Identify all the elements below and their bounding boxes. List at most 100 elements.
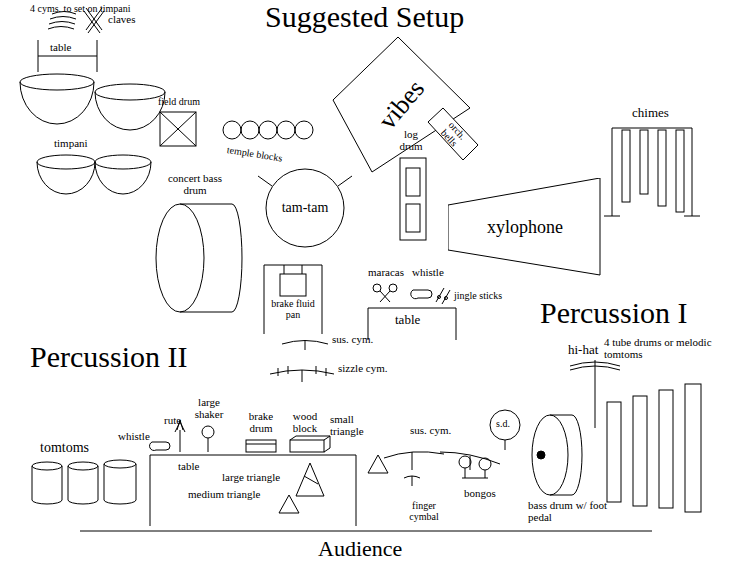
chimes [640, 130, 648, 194]
instrument-label: bass drum w/ foot pedal [528, 499, 608, 523]
table-items [246, 440, 276, 452]
maracas-whistle-jingle [445, 297, 448, 300]
audience-line [80, 531, 652, 532]
concert-bass-drum [156, 204, 242, 312]
tube-drums [607, 402, 621, 502]
log-drum [406, 168, 420, 196]
maracas-whistle-jingle [389, 284, 397, 292]
temple-blocks [241, 121, 259, 139]
concert-bass-drum [180, 204, 242, 312]
instrument-name: tam-tam [282, 201, 329, 216]
instrument-label: brake drum [240, 410, 282, 434]
instrument-label: field drum [158, 96, 200, 107]
table-items [150, 442, 170, 450]
timpani [20, 82, 94, 124]
timpani [20, 74, 94, 90]
timpani [37, 155, 95, 169]
timpani [37, 162, 95, 194]
timpani [95, 92, 165, 130]
chimes [658, 130, 666, 206]
instrument-label: finger cymbal [400, 500, 448, 522]
temple-blocks [277, 121, 295, 139]
instrument-label: jingle sticks [454, 290, 502, 301]
snare-drum [490, 410, 520, 450]
chimes [604, 128, 700, 216]
instrument-label: medium triangle [188, 488, 260, 500]
field-drum [160, 112, 196, 146]
tomtoms [68, 462, 98, 470]
maracas-whistle-jingle [380, 291, 390, 302]
instrument-label: table [50, 41, 71, 53]
instrument-label: Percussion II [30, 340, 187, 373]
instrument-shape: tam-tam [265, 168, 345, 248]
instrument-label: small triangle [330, 413, 384, 437]
instrument-label: brake fluid pan [266, 298, 320, 320]
tube-drums [659, 390, 673, 508]
tomtoms [32, 462, 62, 470]
temple-blocks [295, 121, 313, 139]
temple-blocks [223, 121, 313, 139]
tomtoms [68, 466, 98, 504]
instrument-label: 4 cyms. to set on timpani [30, 3, 131, 14]
maracas-whistle-jingle [411, 290, 432, 299]
field-drum [160, 112, 196, 146]
hi-hat [570, 360, 620, 428]
shape-outline [448, 178, 600, 275]
cymbals-stack [48, 12, 76, 30]
brake-fluid-pan [280, 274, 306, 296]
tomtoms [32, 466, 62, 504]
instrument-label: log drum [393, 128, 429, 152]
maracas-whistle-jingle [373, 284, 381, 292]
bongos [459, 456, 491, 478]
instrument-label: temple blocks [226, 144, 283, 164]
instrument-label: Audience [318, 537, 402, 561]
bottom-table [150, 455, 356, 526]
bongos [462, 468, 488, 478]
log-drum [400, 158, 426, 240]
table-items [290, 436, 330, 452]
bongos [459, 456, 471, 468]
chimes [676, 130, 684, 212]
tube-drums [633, 396, 647, 506]
diagram-title: Suggested Setup [265, 0, 464, 33]
tube-drums [685, 384, 701, 512]
kick-drum [532, 415, 568, 495]
bongos [479, 458, 491, 470]
timpani [20, 74, 165, 194]
suspended-cymbal [282, 341, 328, 351]
brake-fluid-pan [264, 265, 322, 334]
temple-blocks [259, 121, 277, 139]
instrument-label: hi-hat [568, 343, 598, 357]
table-items [246, 444, 276, 445]
log-drum [400, 158, 426, 240]
triangles [279, 495, 299, 513]
sizzle-cymbal [278, 366, 326, 376]
table-items [208, 438, 209, 452]
triangles [296, 463, 324, 496]
suspended-cymbal [282, 341, 328, 351]
chimes [604, 128, 700, 216]
sizzle-cymbal [270, 366, 334, 382]
temple-blocks [223, 121, 241, 139]
kick-drum [532, 415, 582, 495]
instrument-label: table [178, 460, 199, 472]
suspended-cymbals-right [384, 452, 500, 486]
triangles [279, 463, 324, 513]
instrument-label: Percussion I [540, 296, 687, 329]
instrument-label: s.d. [496, 418, 510, 429]
instrument-label: bongos [464, 487, 496, 499]
instrument-label: wood block [284, 410, 326, 434]
instrument-label: claves [108, 13, 135, 25]
table-items [290, 440, 324, 452]
maracas-whistle-jingle [373, 284, 450, 304]
audience-line [80, 531, 652, 532]
instrument-shape: vibes [330, 35, 472, 175]
timpani [95, 155, 151, 169]
shape-outline [266, 169, 344, 247]
instrument-label: chimes [632, 106, 669, 120]
instrument-label: table [395, 313, 420, 327]
tube-drums [607, 384, 701, 512]
timpani [95, 162, 151, 194]
instrument-label: whistle [118, 430, 150, 442]
